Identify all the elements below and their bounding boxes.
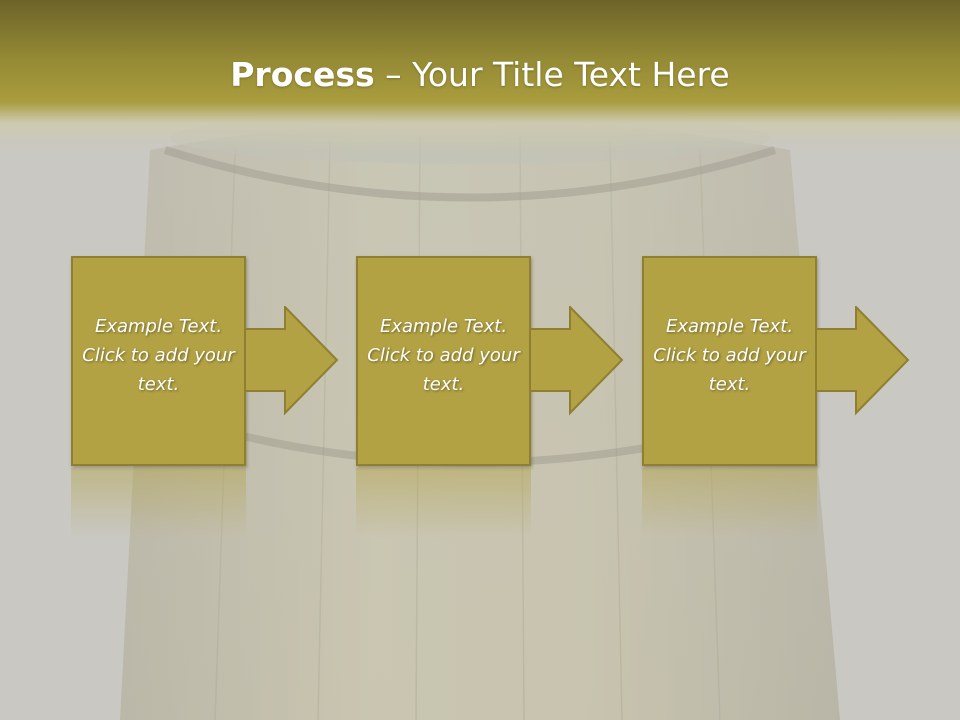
process-step-1[interactable]: Example Text. Click to add your text. [71, 256, 246, 466]
process-step-2[interactable]: Example Text. Click to add your text. [356, 256, 531, 466]
step-reflection [356, 468, 531, 538]
arrow-right-icon [244, 306, 339, 416]
step-text[interactable]: Example Text. Click to add your text. [82, 316, 235, 395]
title-bold: Process [230, 55, 375, 94]
title-rest: – Your Title Text Here [374, 55, 730, 94]
step-text[interactable]: Example Text. Click to add your text. [367, 316, 520, 395]
process-step-3[interactable]: Example Text. Click to add your text. [642, 256, 817, 466]
slide-title[interactable]: Process – Your Title Text Here [0, 54, 960, 96]
arrow-right-icon [529, 306, 624, 416]
arrow-right-icon [815, 306, 910, 416]
title-band [0, 0, 960, 150]
step-text[interactable]: Example Text. Click to add your text. [653, 316, 806, 395]
step-reflection [71, 468, 246, 538]
step-reflection [642, 468, 817, 538]
